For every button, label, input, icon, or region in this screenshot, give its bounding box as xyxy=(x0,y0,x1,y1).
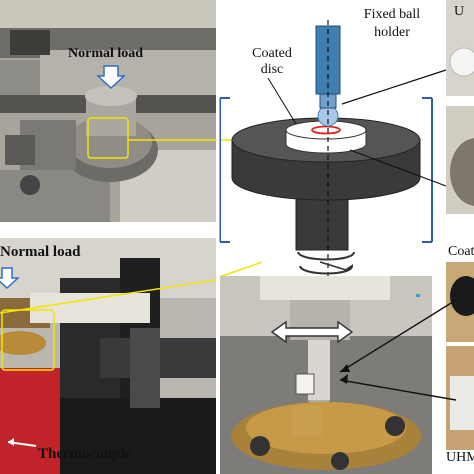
coated-partial-label: Coat xyxy=(448,246,474,259)
coated-disc-line2: disc xyxy=(260,62,284,77)
top-right-partial-label: U xyxy=(454,4,465,19)
disc-holder xyxy=(231,117,421,201)
normal-load-arrow-icon xyxy=(96,65,126,90)
fixed-ball-holder-line2: holder xyxy=(374,25,410,40)
photo-right-uhmwpe: UHMW xyxy=(446,346,474,474)
photo-right-disc xyxy=(446,106,474,214)
photo-right-ball-top: U xyxy=(446,0,474,96)
wear-track-ring xyxy=(311,125,341,135)
ball-holder xyxy=(315,25,341,95)
tribometer-top-illustration xyxy=(0,0,216,222)
coated-disc-line1: Coated xyxy=(252,46,292,61)
fixed-ball-holder-line1: Fixed ball xyxy=(363,7,421,22)
coated-disc-pointer xyxy=(267,77,297,125)
photo-top-left-tribometer: Normal load xyxy=(0,0,216,222)
normal-load-arrow-bottom-icon xyxy=(0,267,20,290)
fixed-ball-holder-label: Fixed ball holder xyxy=(352,6,432,42)
contact-closeup-illustration xyxy=(220,276,432,474)
frame-blue-bracket xyxy=(219,97,433,243)
normal-load-label-top: Normal load xyxy=(68,46,144,61)
thermocouple-label: Thermocouple xyxy=(38,446,132,462)
photo-bottom-center-contact xyxy=(220,276,432,474)
coated-disc-shape xyxy=(285,120,367,154)
normal-load-label-bottom: Normal load xyxy=(0,244,81,260)
rotation-arrow-icon xyxy=(297,251,355,275)
photo-bottom-left-setup: Normal load Thermocouple xyxy=(0,238,216,474)
ball xyxy=(317,105,339,127)
coated-disc-label: Coated disc xyxy=(246,46,298,78)
drive-shaft xyxy=(295,189,349,251)
setup-bottom-illustration xyxy=(0,238,216,474)
uhmw-partial-label: UHMW xyxy=(446,450,474,465)
photo-right-coated-ball: Coat xyxy=(446,246,474,342)
